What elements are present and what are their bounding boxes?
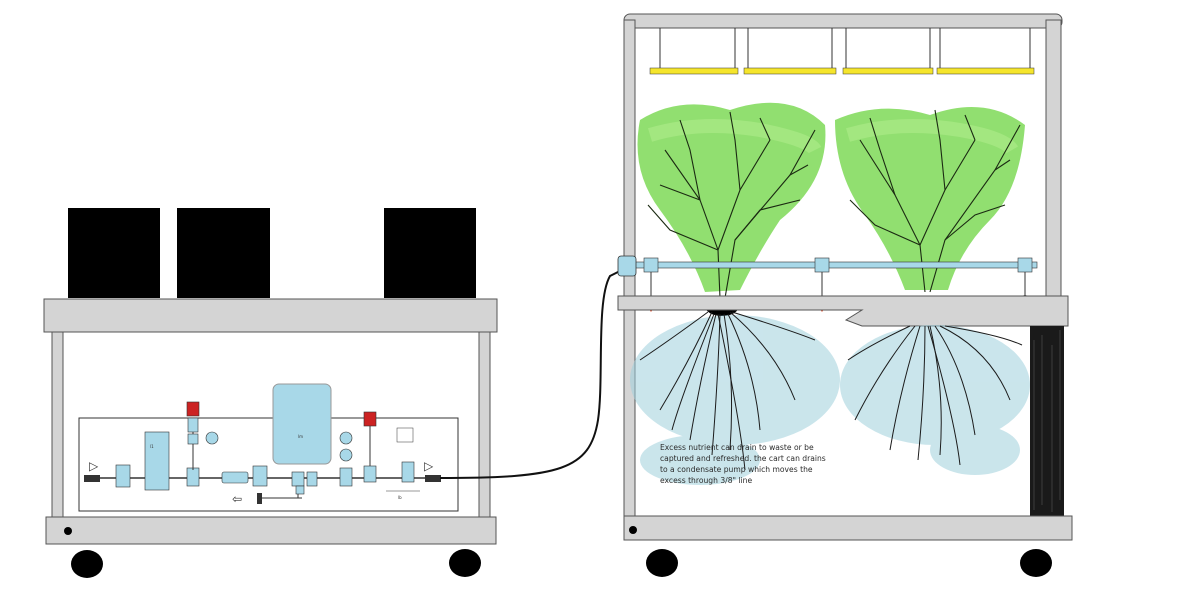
valve-body — [187, 417, 199, 433]
valve-icon — [363, 411, 377, 427]
wheel-icon — [646, 549, 678, 577]
cart-bottom-shelf — [45, 516, 497, 545]
panel-backboard — [78, 417, 459, 512]
bypass-valve — [257, 493, 262, 504]
tee-fitting — [363, 465, 377, 483]
plant-right — [835, 107, 1025, 293]
frame-top-bar — [623, 13, 1063, 29]
tee-fitting — [339, 467, 353, 487]
arrow-right-icon: ▷ — [424, 459, 434, 473]
tee-fitting — [306, 471, 318, 487]
outlet-fitting — [401, 461, 415, 483]
arrow-right-icon: ▷ — [89, 459, 99, 473]
wheel-icon — [1020, 549, 1052, 577]
cart-left-post — [51, 331, 64, 518]
plant-left — [637, 102, 826, 299]
left-cart: ▷ l1 lm ⇦ — [43, 208, 498, 578]
wheel-icon — [71, 550, 103, 578]
roots-left — [639, 311, 816, 471]
drain-note: Excess nutrient can drain to waste or be… — [660, 443, 826, 485]
pump-icon — [252, 465, 268, 487]
grow-unit — [617, 13, 1073, 577]
arrow-left-icon: ⇦ — [232, 492, 242, 506]
gauge-box — [396, 427, 414, 443]
drain-column — [1030, 326, 1064, 516]
grow-tray — [617, 295, 1069, 327]
gauge-icon — [339, 448, 353, 462]
filter-housing — [115, 464, 131, 488]
outlet-fitting — [425, 475, 441, 482]
gauge-icon — [339, 431, 353, 445]
manifold-pipe — [631, 261, 1038, 269]
root-mist — [630, 315, 1030, 485]
manifold-tee — [814, 257, 830, 273]
frame-right-post — [1045, 19, 1062, 321]
reservoir-tank — [144, 431, 170, 491]
reservoir-label: l1 — [150, 444, 154, 449]
inline-filter — [221, 471, 249, 484]
panel-label: lb — [398, 495, 402, 500]
drain-tube — [439, 269, 623, 479]
tee-fitting — [291, 471, 305, 487]
roots-right — [847, 325, 1023, 466]
tank-label: lm — [298, 434, 303, 439]
grow-light-bar — [842, 67, 934, 75]
cart-bolt — [64, 527, 72, 535]
tee-fitting — [186, 467, 200, 487]
frame-bottom-bar — [623, 515, 1073, 541]
manifold-tee — [643, 257, 659, 273]
grow-light-bar — [936, 67, 1035, 75]
black-box-3 — [384, 208, 476, 298]
inlet-fitting — [84, 475, 100, 482]
valve-body — [187, 433, 199, 445]
valve-icon — [186, 401, 200, 417]
plumbing-panel: ▷ l1 lm ⇦ — [78, 383, 459, 512]
gauge-icon — [205, 431, 219, 445]
black-box-1 — [68, 208, 160, 298]
manifold-tee — [1017, 257, 1033, 273]
frame-bolt — [629, 526, 637, 534]
pump-icon — [617, 255, 637, 277]
grow-lights — [649, 28, 1035, 75]
cart-top-shelf — [43, 298, 498, 333]
cart-right-post — [478, 331, 491, 518]
grow-light-bar — [743, 67, 837, 75]
bypass-fitting — [295, 485, 305, 495]
wheel-icon — [449, 549, 481, 577]
grow-light-bar — [649, 67, 739, 75]
large-panel-tank — [272, 383, 332, 465]
black-box-2 — [177, 208, 270, 298]
